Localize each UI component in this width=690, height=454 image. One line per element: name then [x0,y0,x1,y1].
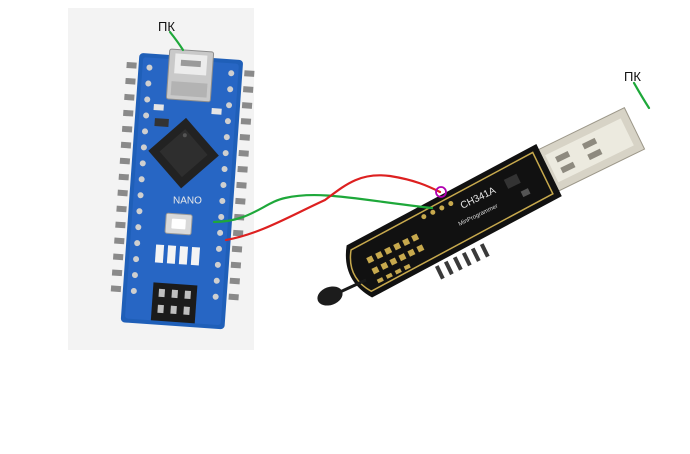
pc-right-cable [632,81,651,110]
reset-button [164,212,193,236]
pc-label-left: ПК [158,19,175,34]
green-wire-data [212,193,434,224]
arduino-right-header [228,70,255,301]
red-wire-data [224,174,442,242]
status-leds [154,244,201,266]
arduino-mini-usb-connector [165,48,215,103]
pc-left-cable [168,30,185,52]
wires [168,30,651,242]
atmega-chip [148,117,219,189]
programmer-cable [317,278,367,306]
programmer-pcb [345,143,562,298]
programmer-header-pins [421,201,454,220]
board-name-label: NANO [173,196,202,207]
ch341a-programmer: CH341A MinProgrammer [317,107,646,306]
highlighted-pin-marker [435,186,447,198]
arduino-left-header [110,61,137,293]
arduino-nano-board: NANO [110,48,255,330]
arduino-pin-pads [130,64,235,300]
socket-grid [366,233,425,284]
pc-label-right: ПК [624,69,641,84]
usb-a-plug [533,107,646,194]
icsp-header [150,282,198,324]
